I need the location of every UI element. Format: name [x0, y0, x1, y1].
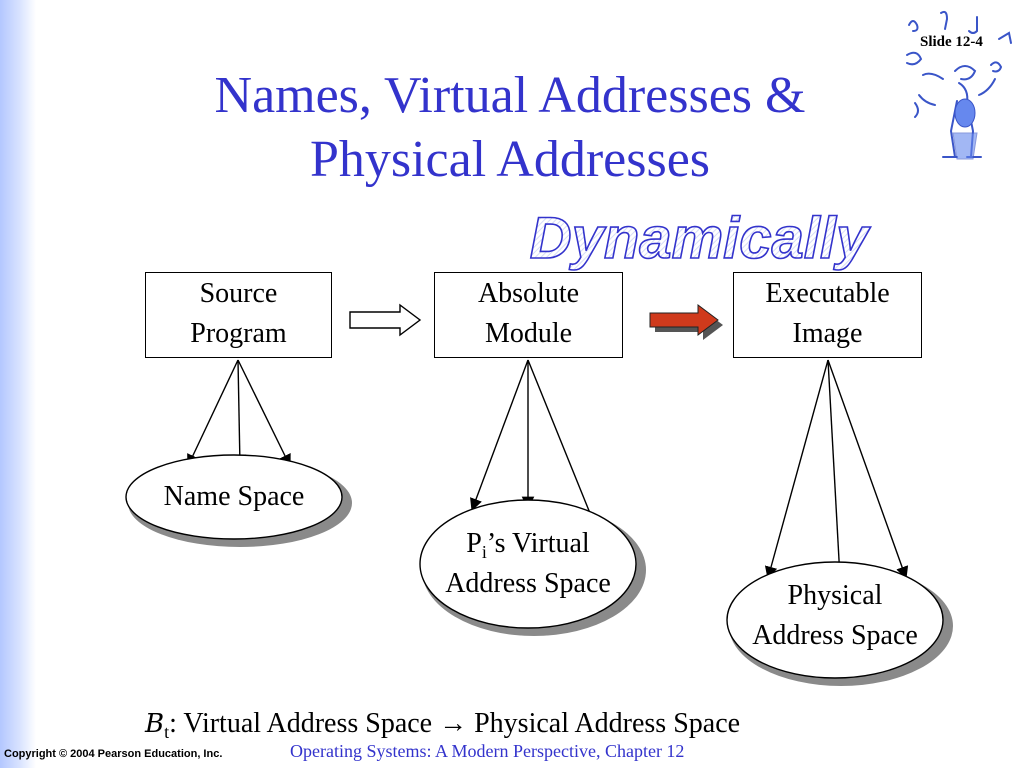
left-gradient-bar — [0, 0, 36, 768]
virtual-space-label: Pi’s Virtual Address Space — [420, 524, 636, 604]
slide-number: Slide 12-4 — [920, 34, 983, 50]
dynamically-text: Dynamically — [530, 206, 871, 271]
arrow-image-left — [764, 359, 829, 580]
hollow-block-arrow — [349, 303, 422, 337]
executable-image-box: Executable Image — [733, 272, 922, 358]
binding-text: : Virtual Address Space → Physical Addre… — [169, 708, 741, 739]
process-subscript: i — [481, 542, 487, 562]
arrow-source-left — [187, 359, 239, 468]
virtual-space-line1: Pi’s Virtual — [420, 524, 636, 564]
arrow-image-right — [827, 359, 909, 580]
title-line-1: Names, Virtual Addresses & — [214, 67, 806, 124]
name-space-text: Name Space — [163, 481, 305, 512]
physical-space-ellipse — [726, 561, 944, 679]
page-title: Names, Virtual Addresses & Physical Addr… — [100, 64, 920, 192]
arrow-image-mid — [827, 359, 846, 580]
dynamic-block-arrow — [649, 304, 719, 336]
title-line-2: Physical Addresses — [309, 131, 711, 188]
virtual-space-line2: Address Space — [445, 568, 611, 599]
absolute-module-box: Absolute Module — [434, 272, 623, 358]
name-space-label: Name Space — [134, 477, 334, 517]
arrow-source-right — [237, 359, 291, 468]
copyright-notice: Copyright © 2004 Pearson Education, Inc. — [4, 748, 223, 760]
source-program-box: Source Program — [145, 272, 332, 358]
dynamically-banner: Dynamically — [529, 205, 872, 272]
box-label-line1: Absolute — [477, 278, 580, 309]
arrow-source-mid — [233, 359, 247, 468]
musician-clipart-icon — [906, 10, 1012, 160]
box-label-line1: Source — [199, 278, 278, 309]
name-space-ellipse — [125, 454, 343, 540]
binding-symbol: B — [145, 709, 165, 739]
box-label-line2: Image — [792, 318, 863, 349]
virtual-suffix: ’s Virtual — [486, 528, 590, 559]
physical-space-line1: Physical — [787, 580, 883, 611]
book-footer: Operating Systems: A Modern Perspective,… — [290, 741, 685, 761]
process-letter: P — [466, 528, 482, 559]
box-label-line2: Module — [484, 318, 573, 349]
binding-formula: Bt: Virtual Address Space → Physical Add… — [145, 708, 885, 743]
box-label-line2: Program — [190, 318, 287, 349]
arrow-module-left — [470, 359, 529, 512]
box-label-line1: Executable — [765, 278, 890, 309]
physical-space-label: Physical Address Space — [727, 576, 943, 656]
binding-subscript: t — [164, 722, 170, 742]
virtual-space-ellipse — [419, 499, 637, 629]
arrow-module-right — [527, 359, 598, 530]
physical-space-line2: Address Space — [752, 620, 918, 651]
